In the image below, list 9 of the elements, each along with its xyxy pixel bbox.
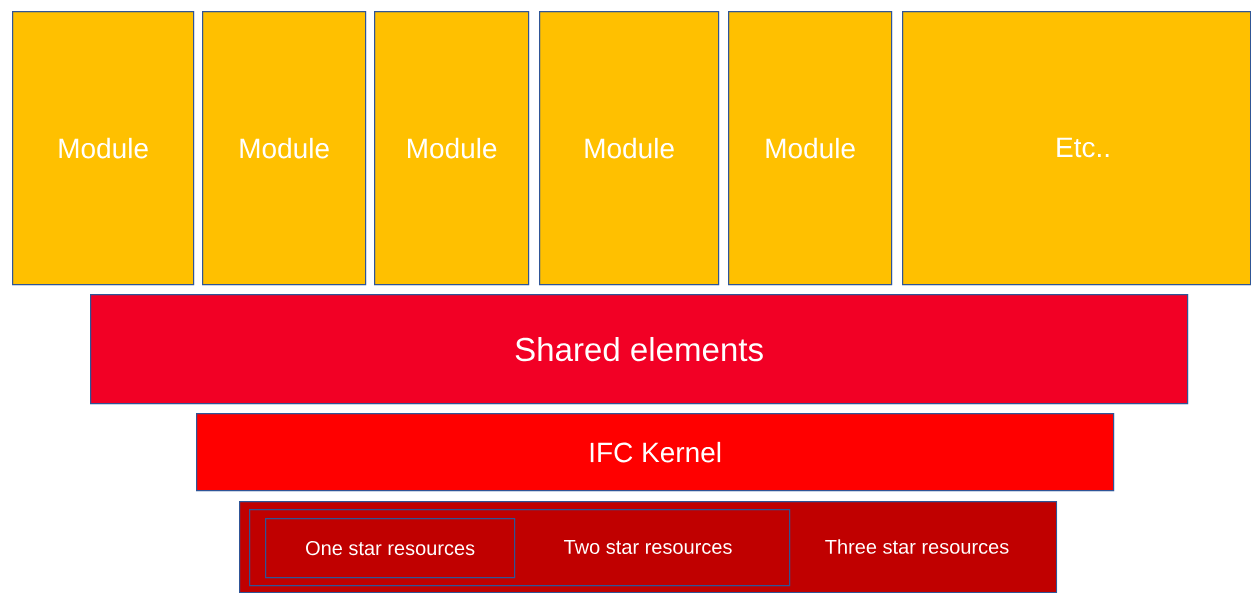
box: Module (202, 11, 367, 286)
box: One star resources (265, 518, 516, 579)
box: Module (728, 11, 893, 286)
box: Module (12, 11, 195, 286)
box: Module (374, 11, 530, 286)
box: Etc.. (902, 11, 1251, 286)
box: IFC Kernel (196, 413, 1115, 492)
box: Shared elements (90, 294, 1189, 405)
box: Module (539, 11, 720, 286)
